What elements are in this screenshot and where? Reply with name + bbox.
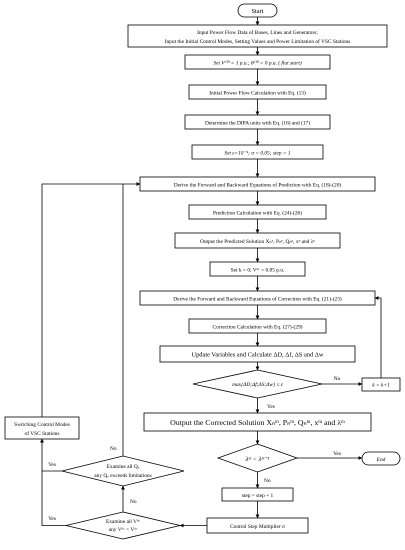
input-data-box: Input Power Flow Data of Buses, Lines an… [127,24,388,48]
start-terminal: Start [237,3,278,18]
qv-no-label: No [110,446,117,452]
lambda-condition: λᵐ < λᵐ⁻¹ [245,456,270,463]
set-parameters-box: Set ε=10⁻⁴; σ = 0.05; step = 1 [191,144,324,160]
initial-power-flow-label: Initial Power Flow Calculation with Eq. … [209,90,306,97]
qv-line2: any Qᵥ exceeds limitations [94,473,151,479]
correction-equations-label: Derive the Forward and Backward Equation… [173,296,342,303]
switching-line2: of VSC Stations [25,430,60,437]
prediction-calculation-box: Prediction Calculation with Eq. (24)-(26… [188,204,327,220]
lambda-no-label: No [264,478,271,484]
end-label: End [376,457,386,463]
set-parameters-label: Set ε=10⁻⁴; σ = 0.05; step = 1 [224,151,291,157]
input-data-line2: Input the Initial Control Modes, Setting… [165,38,351,45]
set-k-box: Set k = 0; Vᵈᶜ = 0.85 p.u. [209,261,306,277]
flat-start-label: Set V⁽⁰⁾ = 1 p.u.; θ⁽⁰⁾ = 0 p.u. ( flat … [213,60,301,67]
qv-decision: Examine all Qᵥ any Qᵥ exceeds limitation… [61,455,185,487]
correction-calculation-label: Correction Calculation with Eq. (27)-(29… [213,324,303,331]
vdc-decision: Examine all Vᵈᶜ any Vᵈᶜ < Vᵈᶜ [65,511,181,540]
end-terminal: End [361,451,401,466]
lambda-decision: λᵐ < λᵐ⁻¹ [216,443,299,473]
flat-start-box: Set V⁽⁰⁾ = 1 p.u.; θ⁽⁰⁾ = 0 p.u. ( flat … [184,54,331,70]
k-increment-box: k = k+1 [361,377,401,392]
set-k-label: Set k = 0; Vᵈᶜ = 0.85 p.u. [231,268,285,274]
dipa-units-label: Determine the DIPA units with Eq. (16) a… [205,120,310,127]
switching-line1: Switching Control Modes [14,422,70,428]
prediction-equations-label: Derive the Forward and Backward Equation… [174,182,342,189]
prediction-calculation-label: Prediction Calculation with Eq. (24)-(26… [213,210,302,217]
convergence-decision: max{ΔD;Δf;ΔS;Δw} ≤ ε [192,369,323,399]
connectors [40,17,382,528]
step-increment-label: step = step + 1 [242,493,274,499]
vdc-no-label: No [130,499,137,505]
switching-control-box: Switching Control Modes of VSC Stations [4,416,80,440]
correction-equations-box: Derive the Forward and Backward Equation… [139,290,376,306]
dipa-units-box: Determine the DIPA units with Eq. (16) a… [184,114,331,130]
convergence-no-label: No [334,376,341,382]
step-increment-box: step = step + 1 [221,487,294,502]
corrected-solution-label: Output the Corrected Solution Xₙᵐ, Pₙᵐ, … [170,418,345,427]
input-data-line1: Input Power Flow Data of Buses, Lines an… [197,29,318,36]
lambda-yes-label: Yes [333,451,341,457]
update-variables-box: Update Variables and Calculate ΔD, Δf, Δ… [159,345,356,363]
vdc-line1: Examine all Vᵈᶜ [106,519,141,525]
convergence-yes-label: Yes [267,404,275,410]
control-step-multiplier-box: Control Step Multiplier σ [206,517,309,534]
correction-calculation-box: Correction Calculation with Eq. (27)-(29… [188,318,327,334]
prediction-equations-box: Derive the Forward and Backward Equation… [139,176,376,192]
vdc-line2: any Vᵈᶜ < Vᵈᶜ [109,527,138,533]
vdc-yes-label: Yes [48,516,56,522]
k-increment-label: k = k+1 [372,383,390,389]
update-variables-label: Update Variables and Calculate ΔD, Δf, Δ… [191,352,323,359]
corrected-solution-box: Output the Corrected Solution Xₙᵐ, Pₙᵐ, … [143,412,372,432]
start-label: Start [251,8,263,15]
control-step-multiplier-label: Control Step Multiplier σ [230,524,285,530]
qv-yes-label: Yes [48,462,56,468]
initial-power-flow-box: Initial Power Flow Calculation with Eq. … [188,84,327,100]
predicted-solution-box: Output the Predicted Solution Xₙᵖ, Pₙᵖ, … [174,232,341,249]
convergence-condition: max{ΔD;Δf;ΔS;Δw} ≤ ε [232,381,284,388]
predicted-solution-label: Output the Predicted Solution Xₙᵖ, Pₙᵖ, … [200,239,315,245]
qv-line1: Examine all Qᵥ [107,464,140,470]
